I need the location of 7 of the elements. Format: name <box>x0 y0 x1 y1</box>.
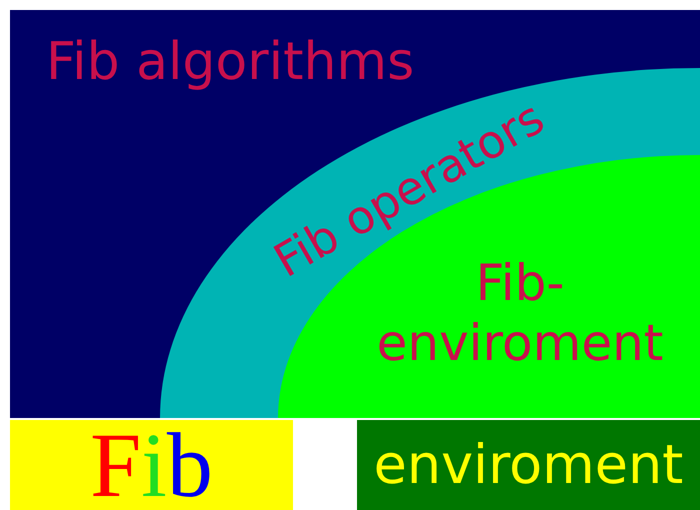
box-label: enviroment <box>374 438 684 492</box>
environment-box <box>357 420 700 510</box>
fib-box <box>10 420 293 510</box>
algorithms-panel <box>10 10 700 418</box>
box-label: Fib <box>90 419 213 510</box>
panel-title: Fib algorithms <box>46 36 414 88</box>
ellipse-label: Fib-enviroment <box>376 253 664 373</box>
